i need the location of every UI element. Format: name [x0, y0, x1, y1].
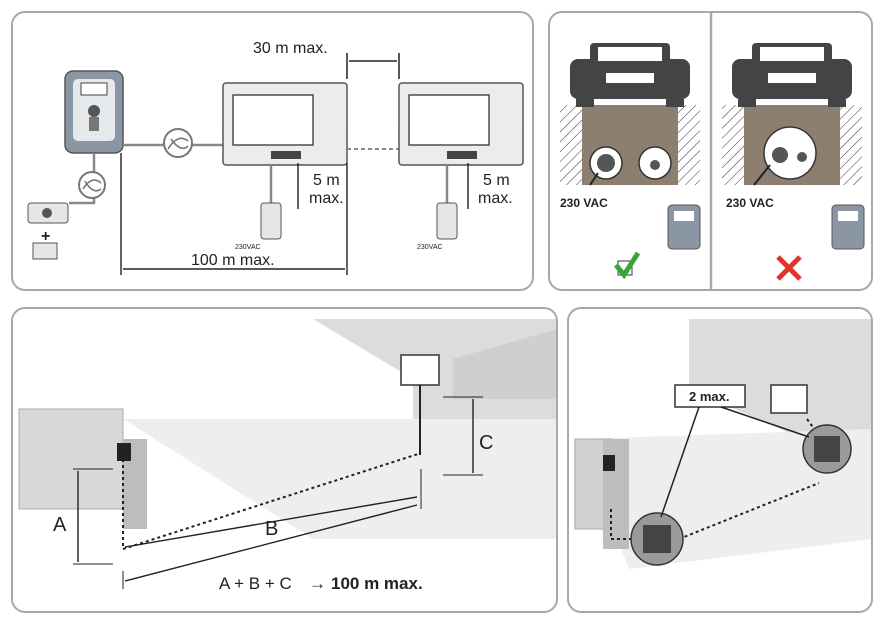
cable-type-icon — [163, 128, 193, 158]
wiring-diagram: + 30 m max. 230VAC 5 m max. — [27, 40, 524, 275]
psu-1-length-line2: max. — [309, 190, 344, 207]
car-icon-left — [570, 43, 690, 107]
monitor-1-icon — [222, 82, 348, 166]
installation-diagram: A B C A + B + C → 100 m max. — [18, 319, 556, 593]
formula-arrow: → — [309, 574, 326, 593]
psu-2-label: 230VAC — [417, 244, 443, 251]
junction-panel: 2 max. — [567, 307, 873, 613]
psu-2-length-line1: 5 m — [483, 172, 510, 189]
installation-panel: A B C A + B + C → 100 m max. — [11, 307, 558, 613]
conduit-power-left — [589, 146, 623, 180]
junction-box-2-icon — [802, 424, 852, 474]
conduit-panel: 230 VAC 230 VAC — [548, 11, 873, 291]
conduit-right-voltage: 230 VAC — [726, 196, 774, 210]
gate-icon — [574, 438, 629, 549]
monitor-icon — [400, 354, 440, 386]
psu-1-length-line1: 5 m — [313, 172, 340, 189]
dimension-c-label: C — [479, 432, 493, 454]
cross-icon — [776, 255, 802, 281]
power-supply-1-icon — [260, 202, 282, 240]
junction-diagram: 2 max. — [574, 319, 871, 569]
formula-result: 100 m max. — [331, 574, 423, 593]
junction-box-1-icon — [630, 512, 684, 566]
svg-text:+: + — [41, 228, 50, 245]
door-station-icon-right — [831, 204, 865, 250]
door-station-icon — [603, 455, 615, 471]
car-icon-right — [732, 43, 852, 107]
door-station-icon — [117, 443, 131, 461]
door-station-icon — [64, 70, 124, 154]
formula-label: A + B + C — [219, 574, 292, 593]
dimension-b-label: B — [265, 518, 278, 540]
conduit-left-voltage: 230 VAC — [560, 196, 608, 210]
check-icon — [614, 251, 641, 280]
psu-1-label: 230VAC — [235, 244, 261, 251]
junction-max-label: 2 max. — [689, 389, 729, 404]
monitor-spacing-label: 30 m max. — [253, 40, 328, 57]
monitor-icon — [770, 384, 808, 414]
monitor-2-icon — [398, 82, 524, 166]
power-supply-2-icon — [436, 202, 458, 240]
psu-2-length-line2: max. — [478, 190, 513, 207]
conduit-bus-left — [638, 146, 672, 180]
conduit-shared-right — [763, 126, 817, 180]
electric-lock-icon: + — [27, 202, 69, 260]
dimension-a-label: A — [53, 514, 67, 536]
conduit-diagram: 230 VAC 230 VAC — [560, 13, 865, 289]
wiring-panel: + 30 m max. 230VAC 5 m max. — [11, 11, 534, 291]
total-cable-label: 100 m max. — [191, 252, 275, 269]
door-station-icon-left — [667, 204, 701, 250]
